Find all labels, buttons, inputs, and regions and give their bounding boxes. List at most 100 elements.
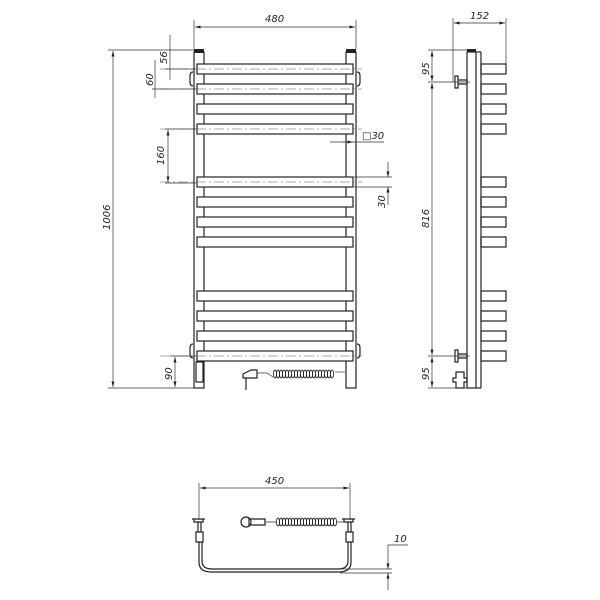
coil-turn <box>306 517 310 527</box>
side-fin <box>480 216 507 228</box>
coil-turn <box>288 369 292 379</box>
coil-turn <box>291 369 295 379</box>
coil-turn <box>321 369 325 379</box>
coil-turn <box>282 517 286 527</box>
side-fin <box>480 310 507 322</box>
coil-turn <box>324 517 328 527</box>
dim-mount-spacing: 816 <box>421 209 432 228</box>
side-fin <box>480 176 507 188</box>
side-fin <box>480 350 507 362</box>
heating-bar <box>196 330 354 342</box>
side-dimensions: 152 95 816 95 <box>421 11 507 389</box>
coil-turn <box>300 369 304 379</box>
coil-turn <box>327 369 331 379</box>
coil-turn <box>288 517 292 527</box>
coil-turn <box>273 369 277 379</box>
coil-turn <box>282 369 286 379</box>
coil-turn <box>327 517 331 527</box>
front-view <box>160 49 362 390</box>
coil-turn <box>309 369 313 379</box>
rail-loop-outer <box>198 542 352 573</box>
coil-turn <box>291 517 295 527</box>
coil-turn <box>303 517 307 527</box>
dim-bottom-mount: 95 <box>421 367 432 380</box>
coil-turn <box>285 517 289 527</box>
dim-mount-width: 450 <box>265 476 284 487</box>
rail-loop-inner <box>201 542 349 570</box>
coil-turn <box>312 517 316 527</box>
coil-turn <box>303 369 307 379</box>
coil-turn <box>300 517 304 527</box>
coiled-cord <box>273 369 334 379</box>
dim-height: 1006 <box>102 205 113 230</box>
coil-turn <box>297 517 301 527</box>
dim-top-mount: 95 <box>421 62 432 75</box>
side-fin <box>480 290 507 302</box>
side-fin <box>480 103 507 115</box>
coil-turn <box>315 369 319 379</box>
side-rail <box>466 51 477 389</box>
side-fin <box>480 236 507 248</box>
dim-bar-height: 30 <box>377 195 388 208</box>
heating-bar <box>196 236 354 248</box>
bottom-dimensions: 450 10 <box>198 476 408 590</box>
wall-brackets <box>189 71 361 359</box>
left-mount-top <box>192 518 205 543</box>
side-fin <box>480 63 507 75</box>
right-mount-top <box>342 518 355 543</box>
plug-icon-bottom <box>240 516 252 528</box>
coil-turn <box>294 369 298 379</box>
coil-turn <box>318 369 322 379</box>
side-fin <box>480 123 507 135</box>
right-cap <box>346 49 356 53</box>
left-cap <box>194 49 204 53</box>
dim-group-gap: 160 <box>156 146 167 165</box>
heating-bars <box>160 63 362 362</box>
coil-turn <box>306 369 310 379</box>
dim-depth: 152 <box>470 11 489 22</box>
coil-turn <box>279 369 283 379</box>
coil-turn <box>297 369 301 379</box>
heating-bar <box>196 196 354 208</box>
bottom-wall-mount <box>454 349 468 363</box>
coil-turn <box>309 517 313 527</box>
heating-bar <box>196 290 354 302</box>
coil-turn <box>330 369 334 379</box>
side-fin <box>480 83 507 95</box>
coil-turn <box>330 517 334 527</box>
coil-turn <box>285 369 289 379</box>
side-fins <box>480 63 507 362</box>
cord <box>257 372 274 378</box>
dim-bar-section: □30 <box>362 131 384 142</box>
dim-top-offset: 56 <box>159 51 170 64</box>
dim-bar-pitch: 60 <box>145 73 156 86</box>
top-wall-mount <box>454 75 468 89</box>
bottom-view <box>192 516 355 573</box>
coil-turn <box>333 517 337 527</box>
coil-turn <box>312 369 316 379</box>
dim-width: 480 <box>265 14 284 25</box>
front-dimensions: 480 1006 56 60 160 □30 30 90 <box>102 14 392 389</box>
dim-wall-gap: 10 <box>394 534 407 545</box>
coil-turn <box>294 517 298 527</box>
plug-body <box>248 518 266 526</box>
heating-bar <box>196 310 354 322</box>
coil-turn <box>315 517 319 527</box>
coiled-cord-bottom <box>265 517 345 527</box>
coil-turn <box>279 517 283 527</box>
coil-turn <box>321 517 325 527</box>
side-view <box>452 49 507 389</box>
heating-bar <box>196 216 354 228</box>
side-fin <box>480 330 507 342</box>
coil-turn <box>276 369 280 379</box>
side-fin <box>480 196 507 208</box>
dim-bottom-offset: 90 <box>164 367 175 380</box>
valve-fitting <box>452 371 468 389</box>
coil-turn <box>324 369 328 379</box>
plug-icon <box>242 369 258 379</box>
heating-element-housing <box>195 361 204 383</box>
heating-bar <box>196 103 354 115</box>
coil-turn <box>318 517 322 527</box>
